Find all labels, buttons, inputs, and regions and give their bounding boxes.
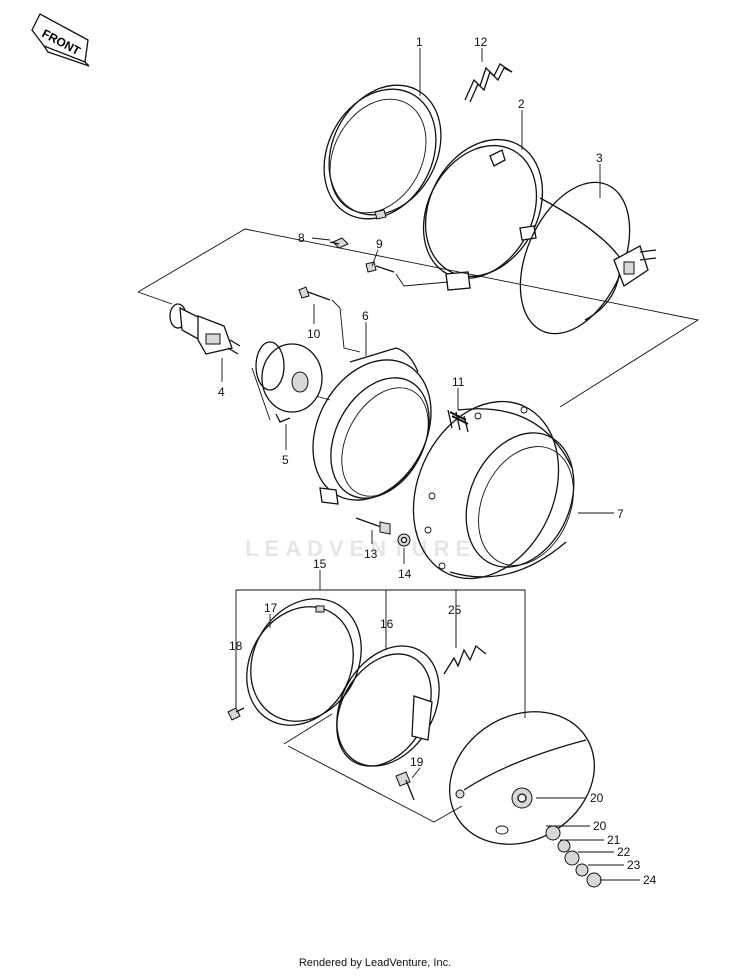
callout-20b: 20 <box>593 819 607 833</box>
part-screw-19 <box>395 771 415 801</box>
front-arrow-icon: FRONT <box>31 13 90 67</box>
part-rim-ring <box>323 84 442 220</box>
callout-14: 14 <box>398 567 412 581</box>
leader-lines <box>221 48 640 881</box>
callout-2: 2 <box>518 97 525 111</box>
part-rear-shell <box>449 711 595 845</box>
assembly-boundary-lower <box>283 713 463 823</box>
group-bracket-15 <box>236 589 526 718</box>
callout-4: 4 <box>218 385 225 399</box>
callout-24: 24 <box>643 873 657 887</box>
leader-9 <box>395 273 449 287</box>
callout-8: 8 <box>298 231 305 245</box>
callout-13: 13 <box>364 547 378 561</box>
callout-7: 7 <box>617 507 624 521</box>
callout-1: 1 <box>416 35 423 49</box>
part-screw-18 <box>227 707 245 721</box>
callout-11: 11 <box>452 375 465 389</box>
part-rim-17 <box>246 598 362 726</box>
callout-18: 18 <box>229 639 243 653</box>
callout-16: 16 <box>380 617 394 631</box>
callout-23: 23 <box>627 858 641 872</box>
part-small-fittings <box>545 825 602 888</box>
callout-6: 6 <box>362 309 369 323</box>
callout-17: 17 <box>264 601 278 615</box>
callout-20a: 20 <box>590 791 604 805</box>
part-inner-bracket <box>312 347 432 505</box>
part-mounting-ring <box>422 138 544 291</box>
part-spring-clip <box>464 63 513 103</box>
callout-22: 22 <box>617 845 631 859</box>
part-bulb-socket <box>169 303 241 355</box>
callout-12: 12 <box>474 35 488 49</box>
callout-25: 25 <box>448 603 462 617</box>
part-sealed-beam <box>519 181 657 335</box>
part-screw-9 <box>365 261 395 273</box>
watermark: LEADVENTURE <box>245 536 476 561</box>
assembly-boundary-upper-left <box>137 291 173 305</box>
footer-credit: Rendered by LeadVenture, Inc. <box>298 957 452 969</box>
assembly-boundary-upper <box>137 228 700 408</box>
callout-10: 10 <box>307 327 321 341</box>
part-headlight-housing <box>412 400 575 580</box>
callouts: 1 12 2 3 8 9 10 6 4 11 5 7 13 14 15 17 2… <box>218 35 657 887</box>
part-spring-25 <box>443 644 487 675</box>
part-rubber-boot <box>255 341 323 423</box>
part-bolt-13 <box>355 517 391 535</box>
part-nut-14 <box>397 533 411 547</box>
part-screw-8 <box>329 237 349 249</box>
group-bracket-15-inner <box>385 590 457 648</box>
part-spring-11 <box>447 409 469 433</box>
callout-21: 21 <box>607 833 621 847</box>
callout-9: 9 <box>376 237 383 251</box>
callout-19: 19 <box>410 755 424 769</box>
callout-3: 3 <box>596 151 603 165</box>
callout-15: 15 <box>313 557 327 571</box>
callout-5: 5 <box>282 453 289 467</box>
part-lens-unit-16 <box>336 645 440 767</box>
part-screw-10 <box>298 286 361 353</box>
